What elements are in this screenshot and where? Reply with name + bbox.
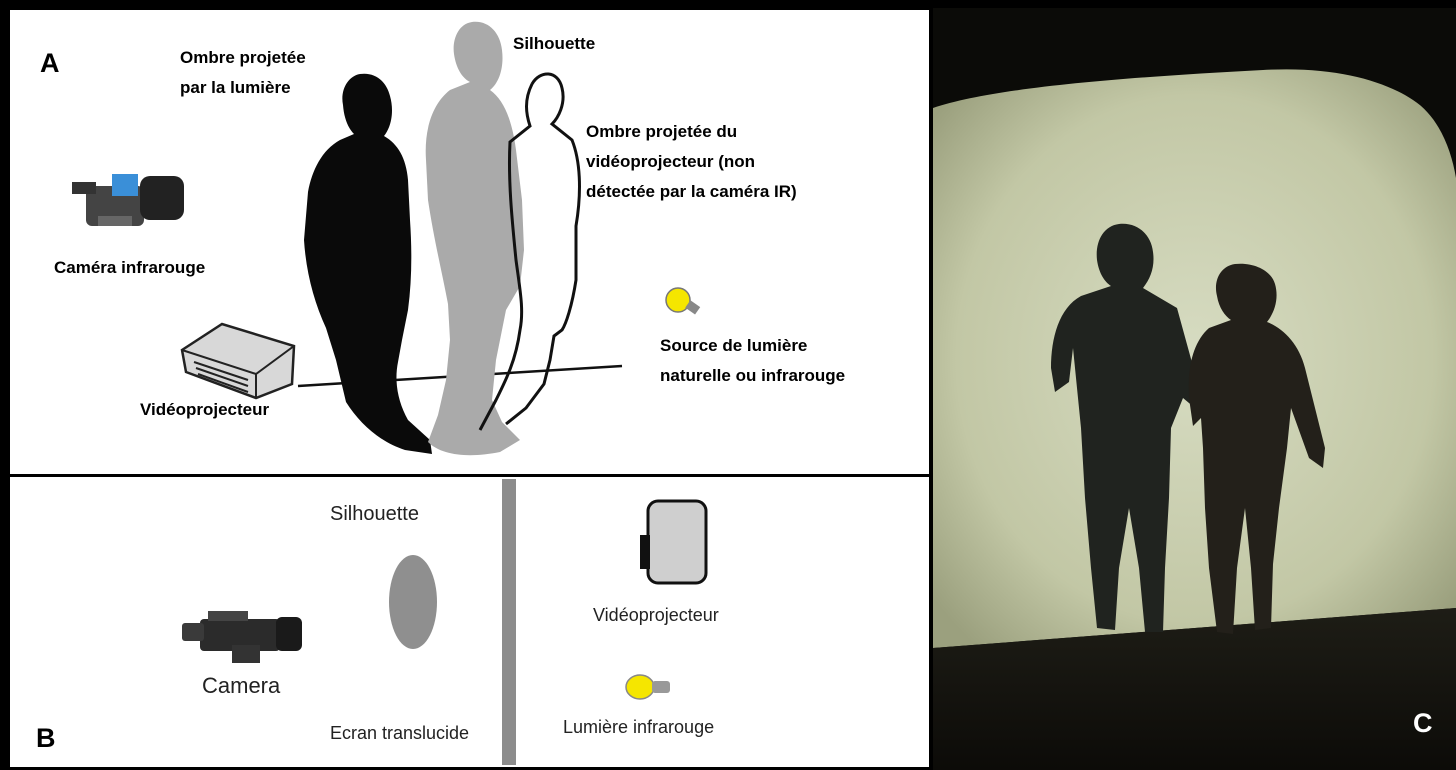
infrared-light-label: Lumière infrarouge (563, 717, 714, 738)
panel-b: B Silhouette Camera Ecran translucide Vi… (10, 477, 929, 767)
panel-c-letter: C (1413, 708, 1433, 739)
translucent-screen (502, 479, 516, 765)
light-source-bulb (666, 288, 700, 315)
projector-label: Vidéoprojecteur (140, 398, 269, 422)
projector-illustration-b (640, 501, 706, 583)
camera-illustration-b (182, 611, 302, 663)
panel-a-letter: A (40, 48, 60, 79)
cast-shadow-figure (304, 74, 432, 454)
projector-shadow-label-line3: détectée par la caméra IR) (586, 180, 797, 204)
silhouette-ellipse (389, 555, 437, 649)
projector-shadow-label-line1: Ombre projetée du (586, 120, 737, 144)
infrared-camera-label: Caméra infrarouge (54, 256, 205, 280)
panel-b-letter: B (36, 723, 56, 754)
camera-label-b: Camera (202, 673, 280, 699)
cast-shadow-label-line1: Ombre projetée (180, 46, 306, 70)
silhouette-figure (426, 22, 524, 455)
light-source-label-line2: naturelle ou infrarouge (660, 364, 845, 388)
panel-b-drawing (10, 477, 929, 767)
infrared-light-bulb (626, 675, 670, 699)
infrared-camera-illustration (72, 174, 184, 226)
shadow-photo (933, 8, 1456, 770)
projector-shadow-label-line2: vidéoprojecteur (non (586, 150, 755, 174)
cast-shadow-label-line2: par la lumière (180, 76, 291, 100)
silhouette-label-b: Silhouette (330, 503, 419, 526)
silhouette-label: Silhouette (513, 32, 595, 56)
projector-label-b: Vidéoprojecteur (593, 605, 719, 626)
panel-c-photo: C (933, 8, 1456, 770)
light-source-label-line1: Source de lumière (660, 334, 807, 358)
projector-illustration (182, 324, 294, 398)
screen-label: Ecran translucide (330, 723, 469, 744)
panel-a: A Ombre projetée par la lumière Silhouet… (10, 10, 929, 474)
